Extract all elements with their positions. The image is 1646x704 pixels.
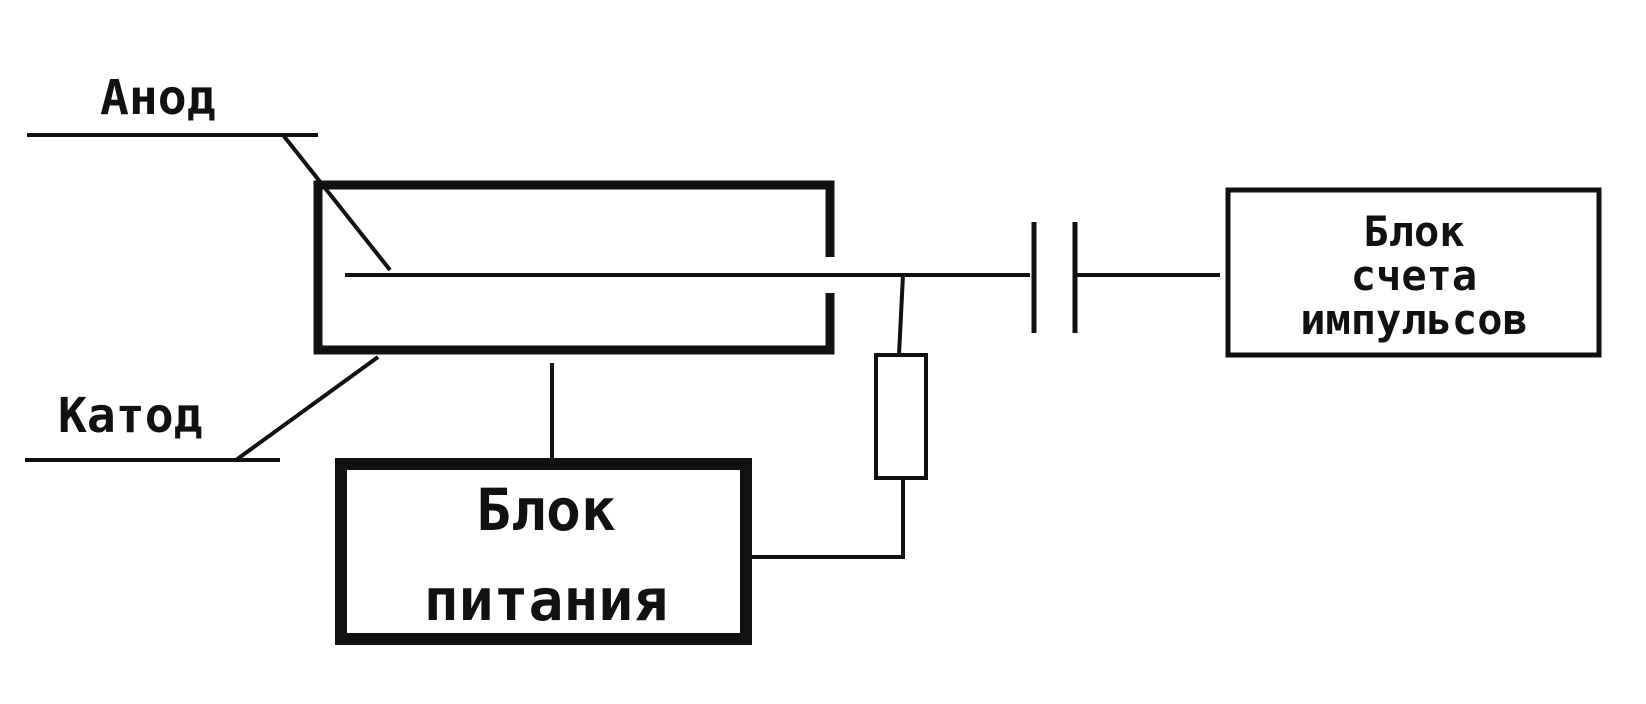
- anode-label: Анод: [100, 70, 216, 126]
- pulse-counter-label-line1: Блок: [1363, 207, 1464, 256]
- pulse-counter-box: [1225, 187, 1602, 358]
- tube-cathode-wall: [313, 180, 835, 355]
- pulse-counter-label-line3: импульсов: [1300, 295, 1528, 344]
- power-supply-box: [335, 458, 752, 645]
- pulse-counter-label-line2: счета: [1351, 251, 1477, 300]
- load-resistor: [874, 353, 928, 480]
- power-supply-block: Блок питания: [335, 458, 752, 645]
- resistor-top-lead: [897, 274, 905, 356]
- geiger-tube: [313, 180, 1030, 355]
- pulse-counter-block: Блок счета импульсов: [1225, 187, 1602, 358]
- resistor-to-power-wire: [752, 478, 905, 559]
- power-supply-label-line2: питания: [424, 566, 668, 634]
- coupling-capacitor: [1031, 222, 1078, 333]
- cathode-label: Катод: [58, 388, 203, 444]
- cathode-leader-line: [234, 355, 380, 462]
- power-supply-label-line1: Блок: [476, 476, 616, 544]
- anode-leader-line: [281, 133, 392, 272]
